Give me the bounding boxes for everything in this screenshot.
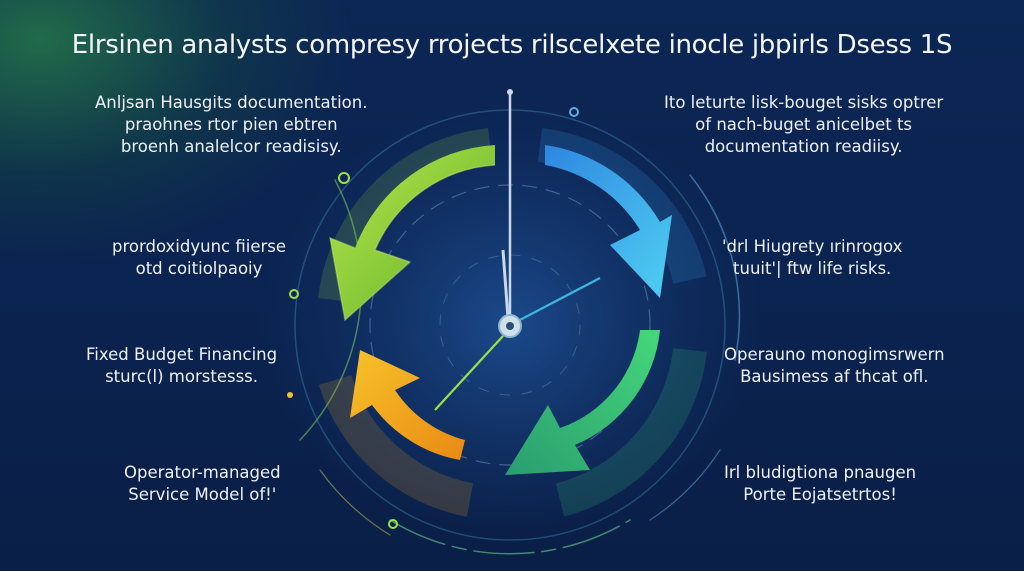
- label-bottom-left: Operator-managed Service Model of!': [124, 462, 281, 506]
- label-lower-left: Fixed Budget Financing sturc(l) morstess…: [86, 344, 277, 388]
- bottom-right-arrow: [505, 330, 660, 475]
- label-line: prordoxidyunc fiierse: [112, 237, 287, 256]
- label-line: Fixed Budget Financing: [86, 345, 278, 364]
- label-line: 'drl Hiugrety ırinrogox: [722, 237, 903, 256]
- label-line: Operator-managed: [124, 463, 281, 482]
- label-mid-right: 'drl Hiugrety ırinrogox tuuit'| ftw life…: [722, 236, 902, 280]
- page-title: Elrsinen analysts compresy rrojects rils…: [71, 30, 953, 60]
- label-line: Irl bludigtiona pnaugen: [724, 463, 917, 482]
- label-line: otd coitiolpaoiy: [135, 259, 263, 278]
- label-mid-left: prordoxidyunc fiierse otd coitiolpaoiy: [112, 236, 286, 280]
- label-lower-right: Operauno monogimsrwern Bausimess af thca…: [724, 344, 945, 388]
- label-line: sturc(l) morstesss.: [105, 367, 259, 386]
- label-top-left: Anljsan Hausgits documentation. praohnes…: [95, 92, 367, 158]
- label-line: praohnes rtor pien ebtren: [124, 115, 338, 134]
- label-top-right: Ito leturte lisk-bouget sisks optrer of …: [664, 92, 943, 158]
- label-line: Porte Eojatsetrtos!: [743, 485, 897, 504]
- label-line: documentation readiisy.: [704, 137, 903, 156]
- label-line: broenh analelcor readisisy.: [120, 137, 342, 156]
- top-left-arrow: [329, 145, 496, 322]
- label-bottom-right: Irl bludigtiona pnaugen Porte Eojatsetrt…: [724, 462, 916, 506]
- label-line: tuuit'| ftw life risks.: [733, 259, 892, 278]
- label-line: Anljsan Hausgits documentation.: [95, 93, 368, 112]
- label-line: Operauno monogimsrwern: [724, 345, 945, 364]
- dial: [434, 89, 601, 411]
- label-line: Ito leturte lisk-bouget sisks optrer: [664, 93, 944, 112]
- bottom-left-arrow: [350, 350, 465, 460]
- top-right-arrow: [545, 145, 672, 298]
- label-line: Bausimess af thcat ofl.: [740, 367, 929, 386]
- label-line: of nach-buget anicelbet ts: [695, 115, 913, 134]
- label-line: Service Model of!': [128, 485, 277, 504]
